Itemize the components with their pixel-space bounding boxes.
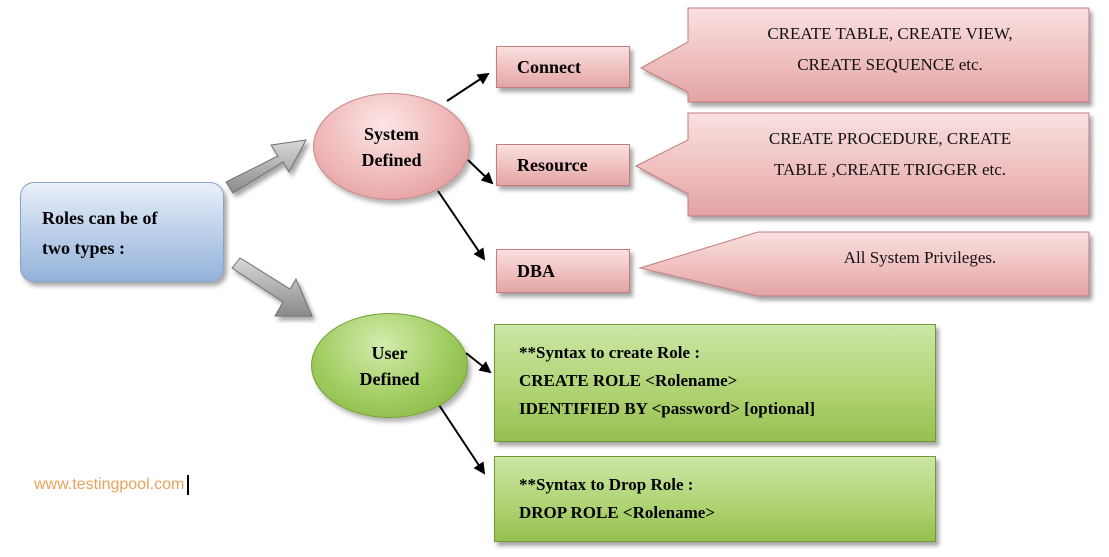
create-syntax-line1: **Syntax to create Role :	[519, 343, 700, 362]
connect-role-label: Connect	[517, 56, 581, 77]
resource-role-label: Resource	[517, 154, 588, 175]
arrow-user-to-create	[465, 352, 492, 374]
block-arrow-to-system	[225, 139, 307, 194]
system-node-line2: Defined	[361, 149, 422, 170]
dba-callout-shape	[638, 231, 1090, 297]
connect-role-box: Connect	[496, 46, 630, 88]
dba-privileges-callout: All System Privileges.	[760, 242, 1080, 273]
arrow-system-to-resource	[467, 159, 494, 185]
create-syntax-line2: CREATE ROLE <Rolename>	[519, 371, 738, 390]
system-defined-node: System Defined	[313, 93, 470, 200]
system-node-line1: System	[364, 123, 419, 144]
connect-privileges-callout: CREATE TABLE, CREATE VIEW, CREATE SEQUEN…	[690, 18, 1090, 80]
user-node-line2: Defined	[359, 368, 420, 389]
create-role-syntax-box: **Syntax to create Role : CREATE ROLE <R…	[494, 324, 936, 442]
drop-syntax-line2: DROP ROLE <Rolename>	[519, 503, 715, 522]
connect-privileges-line2: CREATE SEQUENCE etc.	[797, 55, 983, 74]
arrow-system-to-dba	[437, 190, 486, 261]
resource-privileges-line1: CREATE PROCEDURE, CREATE	[768, 129, 1012, 148]
root-text-line1: Roles can be of	[42, 208, 158, 228]
resource-privileges-line2: TABLE ,CREATE TRIGGER etc.	[773, 160, 1007, 179]
resource-callout-shape	[634, 112, 1090, 217]
connect-callout-shape	[639, 7, 1090, 103]
drop-syntax-line1: **Syntax to Drop Role :	[519, 475, 694, 494]
arrow-system-to-connect	[446, 72, 490, 102]
user-node-line1: User	[371, 342, 408, 363]
watermark-text: www.testingpool.com	[34, 475, 190, 495]
root-node: Roles can be of two types :	[20, 182, 224, 282]
user-defined-node: User Defined	[311, 313, 468, 418]
dba-privileges-line1: All System Privileges.	[843, 248, 997, 267]
dba-role-box: DBA	[496, 249, 630, 293]
dba-role-label: DBA	[517, 260, 556, 281]
resource-role-box: Resource	[496, 144, 630, 186]
arrow-user-to-drop	[438, 404, 486, 475]
resource-privileges-callout: CREATE PROCEDURE, CREATE TABLE ,CREATE T…	[690, 123, 1090, 185]
root-text-line2: two types :	[42, 238, 125, 258]
create-syntax-line3: IDENTIFIED BY <password> [optional]	[519, 399, 815, 418]
block-arrow-to-user	[231, 257, 313, 317]
connect-privileges-line1: CREATE TABLE, CREATE VIEW,	[767, 24, 1013, 43]
drop-role-syntax-box: **Syntax to Drop Role : DROP ROLE <Rolen…	[494, 456, 936, 542]
